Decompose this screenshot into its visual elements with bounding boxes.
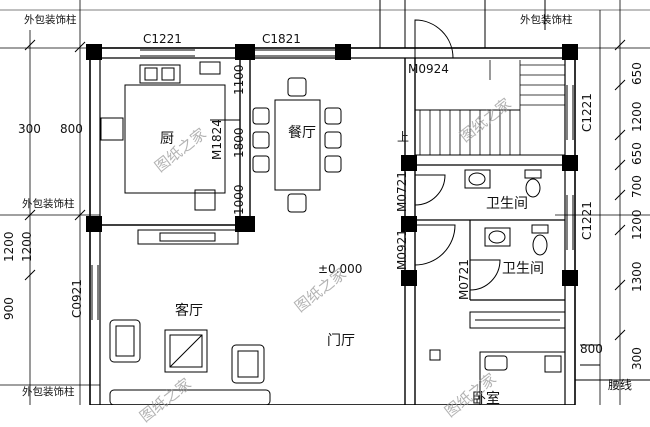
dim-right-650a: 650	[630, 62, 644, 85]
door-m0721-toilet2: M0721	[457, 259, 471, 300]
dim-right-1200b: 1200	[630, 209, 644, 240]
column-label-bottom-left: 外包装饰柱	[22, 386, 75, 398]
dim-right-700: 700	[630, 175, 644, 198]
floor-plan-drawing	[0, 0, 650, 405]
dim-left-1200: 1200	[2, 231, 16, 262]
room-toilet-1: 卫生间	[486, 196, 528, 212]
column-label-mid-left: 外包装饰柱	[22, 198, 75, 210]
dim-internal-1000: 1000	[232, 184, 246, 215]
dim-left-900: 900	[2, 297, 16, 320]
dim-right-300: 300	[630, 347, 644, 370]
room-kitchen: 厨	[160, 131, 174, 147]
door-m0921: M0921	[395, 229, 409, 270]
dim-right-650b: 650	[630, 142, 644, 165]
column-label-top-left: 外包装饰柱	[24, 14, 77, 26]
room-bedroom: 卧室	[472, 391, 500, 407]
room-toilet-2: 卫生间	[502, 261, 544, 277]
dim-right-1300: 1300	[630, 261, 644, 292]
window-c1221-top: C1221	[143, 32, 182, 46]
dim-left-1200b: 1200	[20, 231, 34, 262]
dim-left-300: 300	[18, 122, 41, 136]
dim-right-1200a: 1200	[630, 101, 644, 132]
window-c0921-left: C0921	[70, 279, 84, 318]
waist-line-label: 腰线	[608, 378, 633, 392]
stair-up-label: 上	[397, 130, 410, 144]
room-foyer: 门厅	[327, 333, 355, 349]
window-c1221-right-lower: C1221	[580, 201, 594, 240]
dim-right-800: 800	[580, 342, 603, 356]
room-living: 客厅	[175, 303, 203, 319]
dim-left-800: 800	[60, 122, 83, 136]
door-m0924: M0924	[408, 62, 449, 76]
door-m1824: M1824	[210, 119, 224, 160]
door-m0721-toilet1: M0721	[395, 171, 409, 212]
room-dining: 餐厅	[288, 125, 316, 141]
dim-internal-1100: 1100	[232, 64, 246, 95]
window-c1221-right-upper: C1221	[580, 93, 594, 132]
dim-internal-1800: 1800	[232, 127, 246, 158]
column-label-top-right: 外包装饰柱	[520, 14, 573, 26]
floor-level: ±0.000	[318, 262, 363, 276]
window-c1821-top: C1821	[262, 32, 301, 46]
